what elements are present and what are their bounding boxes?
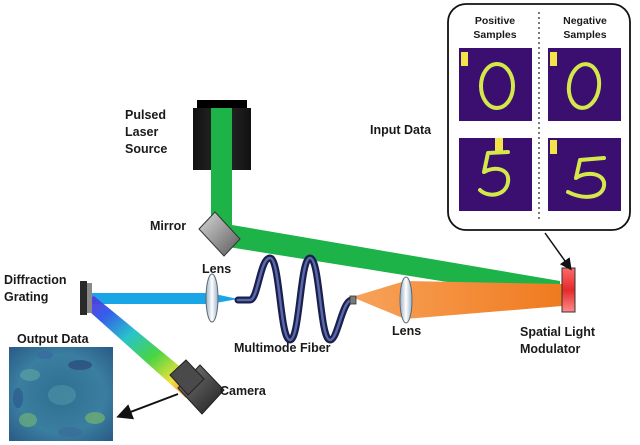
diffracted-beam bbox=[80, 296, 200, 398]
mirror-label: Mirror bbox=[150, 219, 186, 233]
lens-right-label: Lens bbox=[392, 324, 421, 338]
laser-label-line1: Pulsed bbox=[125, 108, 166, 122]
spatial-light-modulator bbox=[561, 267, 576, 313]
orange-beam bbox=[352, 281, 562, 319]
lens-left bbox=[205, 273, 219, 323]
diffraction-grating bbox=[80, 281, 92, 315]
sample-negative-0 bbox=[548, 48, 621, 121]
diffraction-label-line1: Diffraction bbox=[4, 273, 67, 287]
sample-positive-0 bbox=[459, 48, 532, 121]
positive-label-line1: Positive bbox=[475, 15, 515, 27]
input-data-label: Input Data bbox=[370, 123, 432, 137]
positive-label-line2: Samples bbox=[473, 29, 516, 41]
laser-label-line2: Laser bbox=[125, 125, 158, 139]
slm-label-line1: Spatial Light bbox=[520, 325, 596, 339]
fiber-label: Multimode Fiber bbox=[234, 341, 331, 355]
camera bbox=[169, 359, 225, 415]
sample-negative-5 bbox=[548, 138, 621, 211]
pulsed-laser-source bbox=[193, 100, 251, 170]
negative-label-line2: Samples bbox=[563, 29, 606, 41]
input-data-panel bbox=[447, 3, 631, 271]
lens-left-label: Lens bbox=[202, 262, 231, 276]
slm-label-line2: Modulator bbox=[520, 342, 581, 356]
laser-label-line3: Source bbox=[125, 142, 167, 156]
blue-beam bbox=[92, 293, 238, 304]
mirror bbox=[198, 211, 241, 257]
output-data-image bbox=[9, 347, 113, 441]
output-data-label: Output Data bbox=[17, 332, 90, 346]
camera-label: Camera bbox=[220, 384, 267, 398]
output-arrow bbox=[116, 393, 179, 420]
negative-label-line1: Negative bbox=[563, 15, 607, 27]
diffraction-label-line2: Grating bbox=[4, 290, 48, 304]
sample-positive-5 bbox=[459, 138, 532, 211]
multimode-fiber bbox=[234, 254, 357, 344]
lens-right bbox=[399, 276, 413, 324]
